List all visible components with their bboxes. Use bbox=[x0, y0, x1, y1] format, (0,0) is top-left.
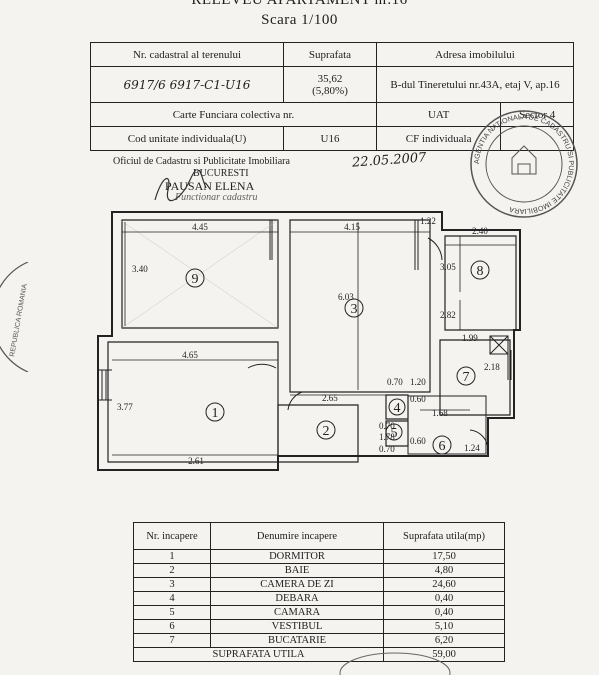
room-7-outline bbox=[439, 339, 511, 416]
dim-445: 4.45 bbox=[192, 222, 208, 232]
window-3 bbox=[414, 220, 419, 270]
bottom-seal-icon bbox=[339, 652, 451, 675]
room-4-number: 4 bbox=[394, 401, 401, 416]
cf-individuala-value bbox=[500, 126, 574, 151]
round-seal-icon: AGENTIA NATIONALA DE CADASTRU SI PUBLICI… bbox=[470, 110, 578, 218]
room-6-number: 6 bbox=[439, 439, 446, 454]
suprafata-percent: (5,80%) bbox=[312, 84, 348, 97]
door-arc-6 bbox=[469, 429, 489, 451]
document-title: RELEVEU APARTAMENT nr.16 bbox=[191, 0, 408, 8]
dim-070-a: 0.70 bbox=[387, 377, 403, 387]
dim-124: 1.24 bbox=[464, 443, 480, 453]
dim-070-b: 0.70 bbox=[379, 421, 395, 431]
total-row: SUPRAFATA UTILA 59,00 bbox=[133, 647, 505, 662]
dim-415: 4.15 bbox=[344, 222, 360, 232]
dim-340: 3.40 bbox=[132, 264, 148, 274]
suprafata-cell: 35,62 (5,80%) bbox=[283, 66, 377, 103]
rectangular-stamp: Oficiul de Cadastru si Publicitate Imobi… bbox=[113, 156, 331, 204]
side-seal-text: REPUBLICA ROMANIA bbox=[9, 283, 29, 357]
kitchen-box bbox=[489, 335, 509, 355]
window-7 bbox=[507, 350, 512, 380]
dim-265: 2.65 bbox=[322, 393, 338, 403]
header-suprafata-utila: Suprafata utila(mp) bbox=[383, 522, 505, 550]
cod-unitate-label: Cod unitate individuala(U) bbox=[90, 126, 284, 151]
header-cadastral: Nr. cadastral al terenului bbox=[90, 42, 284, 67]
cod-unitate-value: U16 bbox=[283, 126, 377, 151]
room-6-outline bbox=[407, 395, 487, 455]
floor-plan: 4.45 4.15 2.40 1.22 3.40 6.03 3.05 2.82 … bbox=[97, 211, 521, 471]
room-2-number: 2 bbox=[323, 424, 330, 439]
carte-funciara-label: Carte Funciara colectiva nr. bbox=[90, 102, 377, 127]
header-nr-incapere: Nr. incapere bbox=[133, 522, 211, 550]
dim-240: 2.40 bbox=[472, 226, 488, 236]
room-1-number: 1 bbox=[212, 406, 219, 421]
dim-282: 2.82 bbox=[440, 310, 456, 320]
dim-070-c: 0.70 bbox=[379, 444, 395, 454]
room-2-outline bbox=[277, 404, 359, 463]
dim-377: 3.77 bbox=[117, 402, 133, 412]
room-8-outline bbox=[444, 235, 517, 331]
room-3-number: 3 bbox=[351, 302, 358, 317]
dim-199: 1.99 bbox=[462, 333, 478, 343]
header-suprafata: Suprafata bbox=[283, 42, 377, 67]
dim-120: 1.20 bbox=[410, 377, 426, 387]
dim-465: 4.65 bbox=[182, 350, 198, 360]
cf-individuala-label: CF individuala bbox=[375, 126, 502, 151]
header-adresa: Adresa imobilului bbox=[376, 42, 574, 67]
dim-060-b: 0.60 bbox=[410, 436, 426, 446]
header-denumire: Denumire incapere bbox=[210, 522, 384, 550]
window-1 bbox=[98, 369, 112, 401]
dim-060-a: 0.60 bbox=[410, 394, 426, 404]
window-9 bbox=[269, 220, 273, 260]
room-3-outline bbox=[289, 219, 431, 393]
stamp-line-name: PAUSAN ELENA bbox=[165, 179, 255, 193]
adresa-value: B-dul Tineretului nr.43A, etaj V, ap.16 bbox=[376, 66, 574, 103]
dim-122: 1.22 bbox=[420, 216, 436, 226]
room-7-number: 7 bbox=[463, 370, 470, 385]
cadastral-value: 6917/6 6917-C1-U16 bbox=[90, 66, 284, 103]
side-seal-icon: REPUBLICA ROMANIA bbox=[0, 262, 29, 372]
dim-178: 1.78 bbox=[379, 432, 395, 442]
dim-305: 3.05 bbox=[440, 262, 456, 272]
door-arc-8 bbox=[427, 237, 443, 261]
rooms-table: Nr. incapere Denumire incapere Suprafata… bbox=[133, 522, 505, 662]
dim-168: 1.68 bbox=[432, 408, 448, 418]
outer-wall bbox=[97, 211, 521, 471]
handwritten-date: 22.05.2007 bbox=[351, 150, 427, 171]
room-5-number: 5 bbox=[391, 426, 398, 441]
dim-603: 6.03 bbox=[338, 292, 354, 302]
uat-label: UAT bbox=[375, 102, 502, 127]
ceiling-marks bbox=[119, 219, 279, 329]
stamp-line-role: Functionar cadastru bbox=[175, 192, 258, 203]
room-9-number: 9 bbox=[192, 272, 199, 287]
stamp-line-city: BUCURESTI bbox=[193, 168, 249, 179]
door-arc-1 bbox=[247, 363, 277, 369]
room-8-number: 8 bbox=[477, 264, 484, 279]
dim-261: 2.61 bbox=[188, 456, 204, 466]
stamp-line-office: Oficiul de Cadastru si Publicitate Imobi… bbox=[113, 156, 290, 167]
dim-218: 2.18 bbox=[484, 362, 500, 372]
signature-icon bbox=[154, 170, 207, 202]
suprafata-value: 35,62 bbox=[317, 72, 343, 85]
scale-label: Scara 1/100 bbox=[261, 12, 338, 28]
cadastral-info-table: Nr. cadastral al terenului Suprafata Adr… bbox=[90, 42, 574, 151]
door-arc-2 bbox=[287, 391, 303, 411]
